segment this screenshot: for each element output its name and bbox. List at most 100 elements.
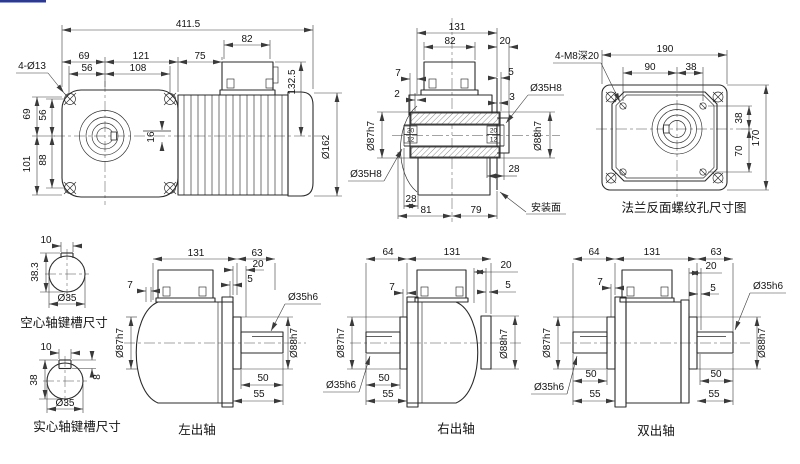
left-output-caption: 左出轴 [178,422,216,437]
dim-overall-length: 411.5 [176,19,201,30]
dim-108: 108 [130,63,147,74]
front-view-dimensions: 411.5 82 69 121 75 56 108 4-Ø13 6 [16,19,342,197]
hollow-keyway-caption: 空心轴键槽尺寸 [20,315,108,330]
dim-sec-2: 2 [394,89,400,100]
rear-hub-plate [480,315,492,370]
dim-38h: 38 [685,62,697,73]
thread-holes [619,102,707,176]
output-bore-circles [79,110,131,162]
dim-sk-38: 38 [29,374,40,386]
dim-key-d-right: 12 [490,137,498,144]
flange-plate [601,84,728,191]
double-flange-plate [614,296,627,408]
dim-sec-5: 5 [508,67,514,78]
hub-stub-right [497,117,510,154]
dim-132-5: 132.5 [287,69,298,94]
dim-81: 81 [420,205,432,216]
dim-do-20: 20 [705,261,717,272]
terminal-box-left [155,269,216,303]
dim-lo-87: Ø87h7 [115,328,126,358]
dim-do-7: 7 [597,277,603,288]
motor-body-right [406,301,479,404]
dim-ro-20: 20 [500,260,512,271]
right-output-dimensions: 64 131 7 Ø87h7 Ø35h6 50 55 20 5 [323,247,519,405]
flange-plate-right [406,296,419,408]
dim-lo-5: 5 [247,274,253,285]
dim-ro-87: Ø87h7 [336,328,347,358]
dim-sec-7: 7 [395,68,401,79]
terminal-box [219,61,279,96]
dim-lo-63: 63 [251,248,263,259]
dim-121: 121 [133,51,150,62]
dim-56: 56 [81,63,93,74]
hollow-keyway-view: 10 38.3 Ø35 空心轴键槽尺寸 [20,235,108,330]
flange-corner-bolts [605,91,724,184]
terminal-box-double [619,269,675,303]
dim-ro-55: 55 [382,389,394,400]
dim-hk-10: 10 [40,235,52,246]
motor-body-left [135,301,234,404]
right-output-view: 64 131 7 Ø87h7 Ø35h6 50 55 20 5 [323,247,522,436]
flange-dimensions: 190 90 38 38 70 170 4-M8深20 [553,44,769,191]
flange-bore-circles [651,103,703,155]
dim-v88: 88 [38,154,49,166]
dim-lo-88: Ø88h7 [289,328,300,358]
dim-ro-7: 7 [389,282,395,293]
dim-v56: 56 [38,109,49,121]
solid-keyway-caption: 实心轴键槽尺寸 [33,419,121,434]
dim-v70: 70 [734,145,745,157]
double-left-shaft [572,331,608,354]
dim-190: 190 [657,44,674,55]
dim-do-63: 63 [710,247,722,258]
dim-do-35h6-left: Ø35h6 [534,382,564,393]
dim-v101: 101 [22,155,33,172]
dim-do-87: Ø87h7 [542,328,553,358]
terminal-box-section [420,61,479,96]
dim-v38: 38 [734,112,745,124]
front-view: 411.5 82 69 121 75 56 108 4-Ø13 6 [16,19,342,205]
dim-key-d-left: 12 [407,137,415,144]
dim-69: 69 [78,51,90,62]
dim-box-width: 82 [241,34,253,45]
dim-ro-50: 50 [378,373,390,384]
solid-keyway-view: 10 38 8 Ø35 实心轴键槽尺寸 [29,342,121,434]
flange-octagon [611,91,718,182]
hollow-bore [48,255,86,293]
dim-v69: 69 [22,108,33,120]
label-mounting-face: 安装面 [531,201,561,214]
section-view: 20 12 20 12 131 82 20 7 5 [348,18,566,222]
dim-ro-35h6: Ø35h6 [326,380,356,391]
dim-sec-3: 3 [509,92,515,103]
dim-ro-131: 131 [444,247,461,258]
left-output-view: 131 63 20 5 7 Ø87h7 Ø88h7 Ø35h6 [115,248,321,437]
dim-hub-right-dia: Ø88h7 [533,121,544,151]
flange-caption: 法兰反面螺纹孔尺寸图 [621,201,746,215]
motor-ribs [183,95,283,195]
flange-view: 190 90 38 38 70 170 4-M8深20 法兰反面螺纹孔尺寸图 [553,44,769,215]
motor-end-cap [287,91,314,197]
dim-key-w-right: 20 [490,128,498,135]
housing-lower [417,158,491,196]
dim-sk-dia: Ø35 [56,398,75,409]
output-shaft-left-view [240,331,284,354]
dim-lo-20: 20 [252,259,264,270]
gearbox-face [61,89,179,198]
dim-hub-left-dia: Ø87h7 [366,121,377,151]
dim-do-64: 64 [588,247,600,258]
dim-do-r50: 50 [710,369,722,380]
double-output-caption: 双出轴 [637,423,675,438]
dim-bore-right: Ø35H8 [530,83,562,94]
dim-lo-35h6: Ø35h6 [288,292,318,303]
solid-keyway-dimensions: 10 38 8 Ø35 [29,342,103,413]
dim-ro-5: 5 [505,280,511,291]
dim-lo-7: 7 [127,280,133,291]
dim-sec-82: 82 [444,36,456,47]
double-right-shaft [696,331,734,354]
flange-plate-left [221,296,234,408]
dim-do-35h6-right: Ø35h6 [753,281,783,292]
label-bolt-holes: 4-Ø13 [18,61,46,72]
bolt-holes [63,92,177,195]
dim-do-131: 131 [644,247,661,258]
dim-28-bottom: 28 [405,194,417,205]
